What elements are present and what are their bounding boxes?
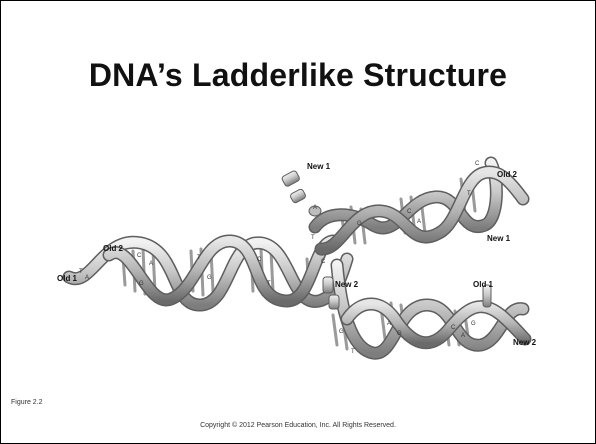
label-new1-right: New 1 — [487, 234, 511, 243]
label-old1-right: Old 1 — [473, 280, 494, 289]
base-letter: C — [257, 257, 262, 263]
base-letter: G — [207, 275, 212, 281]
base-letter: G — [397, 331, 402, 337]
base-letter: A — [85, 275, 89, 281]
copyright-notice: Copyright © 2012 Pearson Education, Inc.… — [1, 422, 595, 429]
base-letter: C — [407, 209, 412, 215]
label-old2-right: Old 2 — [497, 170, 518, 179]
base-letter: T — [351, 349, 355, 355]
base-letter: A — [313, 205, 317, 211]
base-letter: C — [321, 259, 326, 265]
base-letter: C — [137, 253, 142, 259]
dna-replication-figure: T A C G A T G C T A G C A T C G T A G C — [51, 139, 551, 391]
label-old1-left: Old 1 — [57, 274, 78, 283]
base-letter: T — [311, 235, 315, 241]
base-letter: A — [461, 333, 465, 339]
label-old2-left: Old 2 — [103, 244, 124, 253]
base-letter: G — [139, 281, 144, 287]
base-letter: T — [197, 255, 201, 261]
label-new2-mid: New 2 — [335, 280, 359, 289]
figure-caption: Figure 2.2 — [11, 399, 43, 406]
base-letter: G — [471, 321, 476, 327]
dna-double-helix-illustration: T A C G A T G C T A G C A T C G T A G C — [51, 139, 551, 391]
base-letter: A — [149, 261, 153, 267]
slide-title: DNA’s Ladderlike Structure — [1, 57, 595, 94]
label-new2-right: New 2 — [513, 338, 537, 347]
base-letter: T — [267, 281, 271, 287]
base-letter: A — [417, 219, 421, 225]
label-new1-top: New 1 — [307, 162, 331, 171]
base-letter: T — [467, 191, 471, 197]
base-letter: C — [451, 325, 456, 331]
base-letter: A — [387, 321, 391, 327]
base-letter: C — [475, 161, 480, 167]
base-letter: G — [357, 221, 362, 227]
base-letter: T — [79, 269, 83, 275]
base-letter: G — [339, 329, 344, 335]
